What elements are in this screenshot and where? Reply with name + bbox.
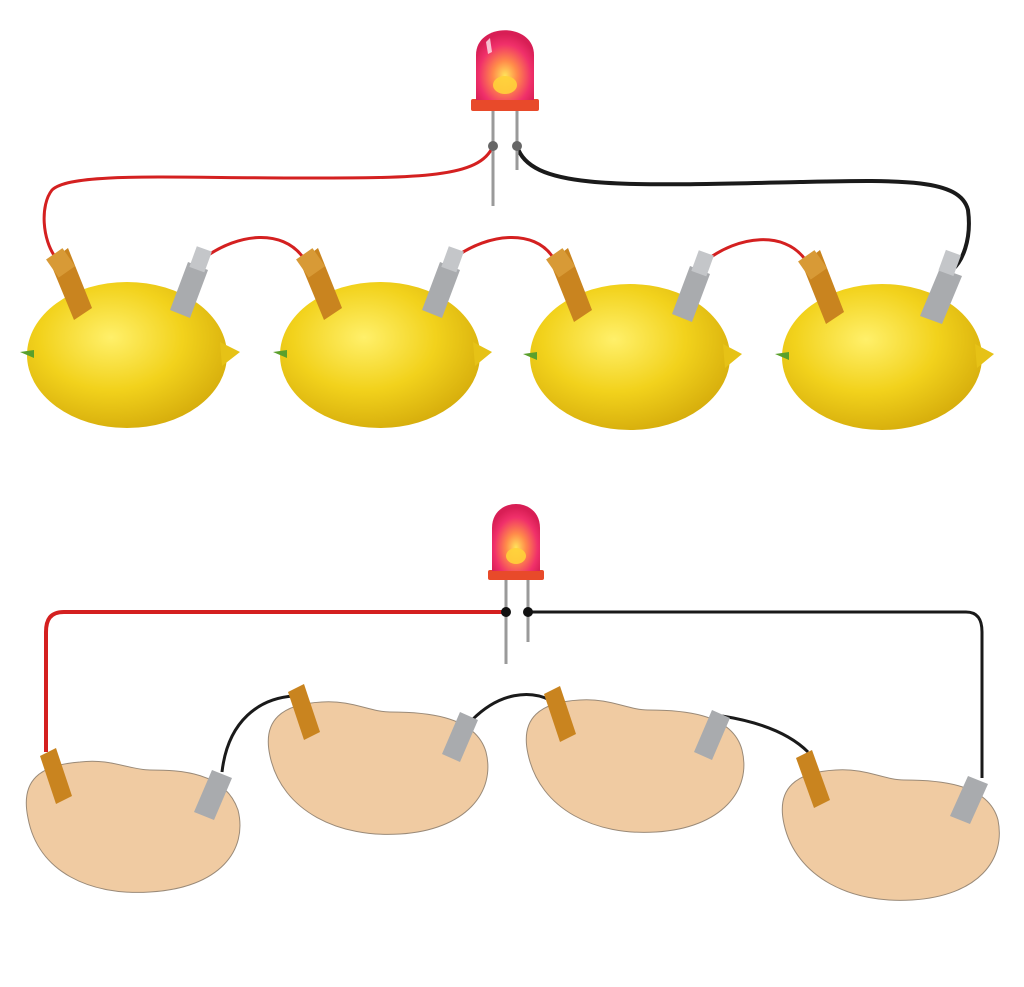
red-wire-led-to-cell1: [42, 145, 495, 259]
zinc-electrode: [194, 770, 232, 820]
lemon-body: [280, 282, 480, 428]
led-pin-joint: [512, 141, 522, 151]
copper-clip: [798, 250, 828, 280]
lemon-cell-2: [273, 246, 492, 428]
lemon-stem-icon: [523, 352, 537, 360]
copper-clip: [296, 248, 326, 278]
lemon-body: [530, 284, 730, 430]
red-wire-led-to-cell1: [44, 610, 506, 752]
zinc-electrode: [920, 268, 962, 324]
lemon-body: [27, 282, 227, 428]
black-wire-led-to-cell4: [528, 610, 984, 778]
led-base: [488, 570, 544, 580]
zinc-electrode: [950, 776, 988, 824]
lemon-stem-icon: [20, 350, 34, 358]
led-bottom: [488, 504, 544, 664]
cell-body: [525, 699, 745, 833]
simple-cell-2: [267, 684, 489, 835]
copper-electrode: [40, 748, 72, 804]
zinc-clip: [189, 246, 212, 273]
red-wire-cell1-cell2: [203, 236, 304, 260]
black-wire-cell2-cell3: [470, 693, 551, 722]
led-glow: [506, 548, 526, 564]
copper-clip: [46, 248, 76, 278]
led-pin-joint: [488, 141, 498, 151]
led-glow: [493, 76, 517, 94]
lemon-cell-3: [523, 248, 742, 430]
zinc-clip: [938, 249, 961, 277]
simple-cell-1: [25, 748, 241, 893]
copper-electrode: [544, 686, 576, 742]
lemon-cell-4: [775, 249, 994, 430]
lemon-body: [782, 284, 982, 430]
red-wire-cell2-cell3: [453, 236, 554, 260]
zinc-clip: [441, 246, 464, 273]
top-panel: [20, 30, 994, 430]
zinc-electrode: [422, 262, 460, 318]
copper-electrode: [288, 684, 320, 740]
junction-dot: [501, 607, 511, 617]
led-base: [471, 99, 539, 111]
lemon-cell-1: [20, 246, 240, 428]
black-wire-led-to-cell4: [515, 145, 971, 272]
copper-electrode: [796, 750, 830, 808]
cell-body: [267, 701, 489, 835]
lemon-stem-icon: [775, 352, 789, 360]
black-wire-cell1-cell2: [220, 694, 295, 773]
black-wire-cell3-cell4: [721, 714, 810, 754]
lemon-tip: [473, 342, 492, 366]
zinc-electrode: [694, 710, 730, 760]
zinc-electrode: [170, 262, 208, 318]
led-highlight: [486, 38, 492, 54]
simple-cell-3: [525, 686, 745, 833]
zinc-electrode: [672, 266, 710, 322]
zinc-electrode: [442, 712, 478, 762]
cell-body: [25, 760, 241, 893]
junction-dot: [523, 607, 533, 617]
simple-cell-4: [781, 750, 1000, 901]
led-top: [471, 30, 539, 206]
lemon-tip: [723, 344, 742, 368]
lemon-tip: [975, 344, 994, 368]
bottom-panel: [25, 504, 1000, 901]
copper-clip: [546, 248, 576, 278]
lemon-tip: [220, 342, 240, 366]
led-lens: [492, 504, 540, 571]
zinc-clip: [691, 250, 714, 277]
lemon-stem-icon: [273, 350, 287, 358]
cell-body: [781, 769, 1000, 901]
red-wire-cell3-cell4: [703, 238, 806, 264]
